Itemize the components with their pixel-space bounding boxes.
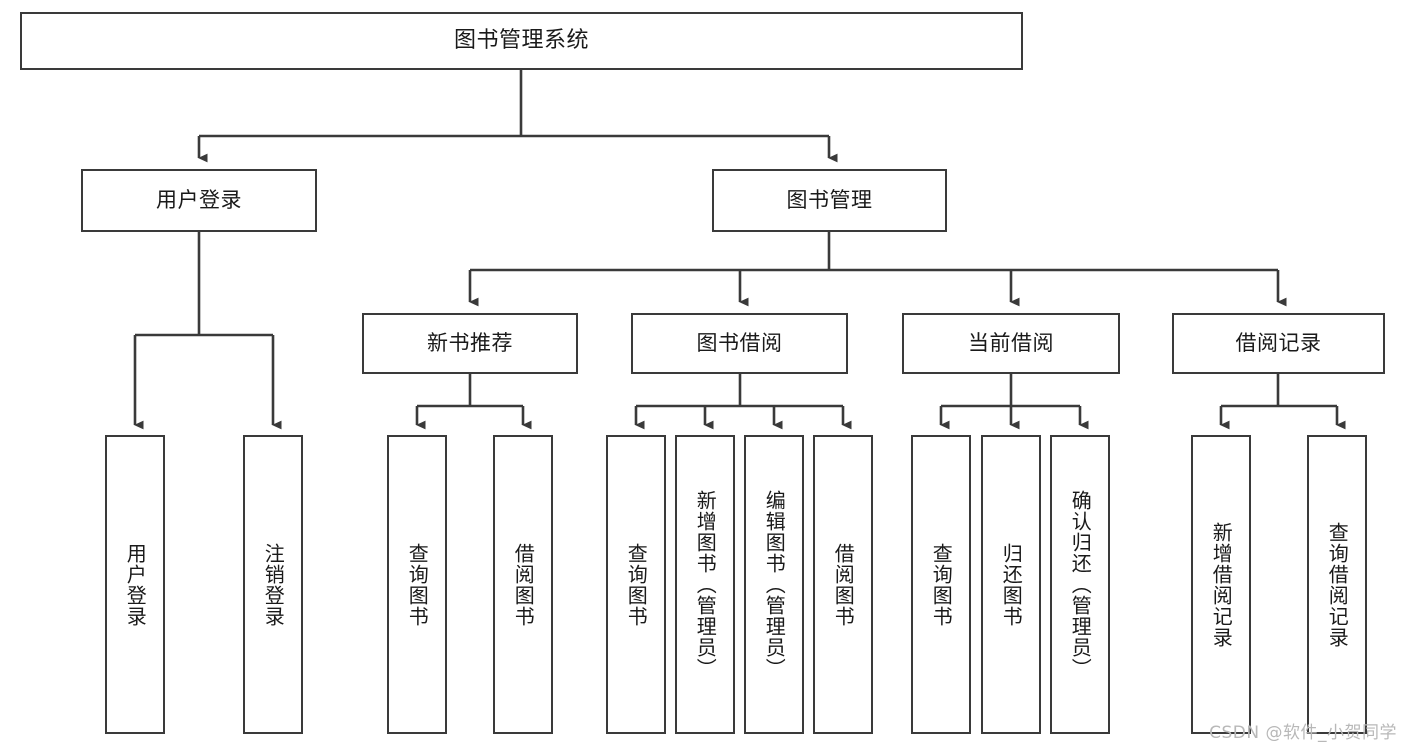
leaf-current-confirm-return-admin[interactable]: 确认归还（管理员） bbox=[1050, 435, 1110, 734]
node-label: 借阅图书 bbox=[511, 542, 536, 627]
node-user-login[interactable]: 用户登录 bbox=[81, 169, 317, 232]
node-label: 编辑图书（管理员） bbox=[762, 490, 787, 679]
leaf-borrow-add-book-admin[interactable]: 新增图书（管理员） bbox=[675, 435, 735, 734]
leaf-new-book-query[interactable]: 查询图书 bbox=[387, 435, 447, 734]
node-label: 借阅图书 bbox=[831, 542, 856, 627]
node-label: 用户登录 bbox=[123, 542, 148, 627]
node-label: 查询图书 bbox=[929, 542, 954, 627]
leaf-current-return-book[interactable]: 归还图书 bbox=[981, 435, 1041, 734]
node-root-system[interactable]: 图书管理系统 bbox=[20, 12, 1023, 70]
leaf-new-book-borrow[interactable]: 借阅图书 bbox=[493, 435, 553, 734]
leaf-borrow-borrow-book[interactable]: 借阅图书 bbox=[813, 435, 873, 734]
node-label: 查询借阅记录 bbox=[1325, 521, 1350, 648]
node-label: 归还图书 bbox=[999, 542, 1024, 627]
node-label: 图书管理 bbox=[786, 188, 873, 213]
node-label: 新增图书（管理员） bbox=[693, 490, 718, 679]
node-label: 确认归还（管理员） bbox=[1068, 490, 1093, 679]
node-borrow-record[interactable]: 借阅记录 bbox=[1172, 313, 1385, 374]
node-current-borrow[interactable]: 当前借阅 bbox=[902, 313, 1120, 374]
node-book-borrow[interactable]: 图书借阅 bbox=[631, 313, 848, 374]
node-label: 查询图书 bbox=[624, 542, 649, 627]
node-label: 新增借阅记录 bbox=[1209, 521, 1234, 648]
node-label: 图书管理系统 bbox=[453, 28, 589, 54]
leaf-current-query-book[interactable]: 查询图书 bbox=[911, 435, 971, 734]
leaf-record-query-record[interactable]: 查询借阅记录 bbox=[1307, 435, 1367, 734]
node-label: 新书推荐 bbox=[427, 331, 513, 356]
node-label: 图书借阅 bbox=[696, 331, 783, 356]
node-label: 借阅记录 bbox=[1235, 331, 1322, 356]
csdn-watermark: CSDN @软件_小贺同学 bbox=[1209, 723, 1397, 743]
leaf-record-add-record[interactable]: 新增借阅记录 bbox=[1191, 435, 1251, 734]
node-new-book-recommend[interactable]: 新书推荐 bbox=[362, 313, 578, 374]
node-label: 当前借阅 bbox=[968, 331, 1054, 356]
leaf-borrow-query-book[interactable]: 查询图书 bbox=[606, 435, 666, 734]
leaf-user-login-logout[interactable]: 注销登录 bbox=[243, 435, 303, 734]
node-label: 查询图书 bbox=[405, 542, 430, 627]
node-label: 用户登录 bbox=[156, 188, 242, 213]
leaf-borrow-edit-book-admin[interactable]: 编辑图书（管理员） bbox=[744, 435, 804, 734]
node-label: 注销登录 bbox=[261, 542, 286, 627]
node-book-management[interactable]: 图书管理 bbox=[712, 169, 947, 232]
leaf-user-login-login[interactable]: 用户登录 bbox=[105, 435, 165, 734]
